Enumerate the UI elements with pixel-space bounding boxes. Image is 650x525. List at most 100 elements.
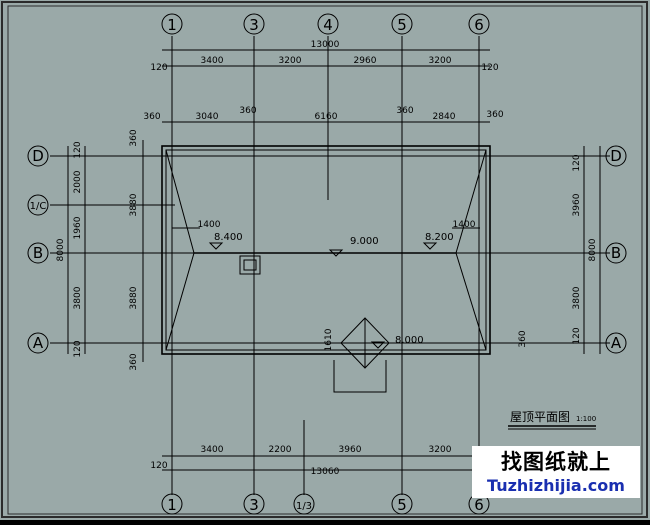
axis-bubble-right-D <box>605 145 627 167</box>
dim-top-row-1: 3400 <box>201 56 224 66</box>
dim-left-inner-3: 360 <box>129 353 139 370</box>
hip-se <box>455 252 487 351</box>
axis-label-right-A: A <box>611 334 622 352</box>
elevation-label-1: 8.400 <box>214 232 243 243</box>
dim-left-outer-1: 2000 <box>73 170 83 193</box>
dim-top-row-0: 120 <box>150 63 167 73</box>
hip-ne <box>455 149 487 254</box>
hip-sw <box>165 252 195 351</box>
dim-top-row-4: 3200 <box>429 56 452 66</box>
axis-label-bottom-5: 5 <box>397 496 407 514</box>
elev-marker-4 <box>370 341 386 349</box>
axis-bubble-top-5 <box>391 13 413 35</box>
axis-bubble-top-6 <box>468 13 490 35</box>
dim-bottom-row-3: 3960 <box>339 445 362 455</box>
hip-nw <box>165 149 195 254</box>
dim-left-inner-1: 3880 <box>129 193 139 216</box>
elev-marker-1 <box>208 242 224 250</box>
dim-top-row2-2: 360 <box>239 106 256 116</box>
dim-top-row2-4: 360 <box>396 106 413 116</box>
axis-label-bottom-6: 6 <box>474 496 484 514</box>
axis-bubble-top-4 <box>317 13 339 35</box>
dim-left-outer-3: 3800 <box>73 286 83 309</box>
dim-left-outer-2: 1960 <box>73 216 83 239</box>
axis-bubble-left-A <box>27 332 49 354</box>
dim-bottom-row-1: 3400 <box>201 445 224 455</box>
dim-top-total: 13000 <box>311 40 340 50</box>
dim-right-row-1: 3960 <box>572 193 582 216</box>
dim-inner-1400-right: 1400 <box>453 220 476 230</box>
axis-label-left-1C: 1/C <box>30 201 47 212</box>
axis-label-top-1: 1 <box>167 16 177 34</box>
watermark-logo: 找图纸就上 Tuzhizhijia.com <box>472 446 640 498</box>
dim-right-row-2: 3800 <box>572 286 582 309</box>
dim-top-row2-1: 3040 <box>196 112 219 122</box>
elevation-label-2: 9.000 <box>350 236 379 247</box>
dim-top-row2-0: 360 <box>143 112 160 122</box>
axis-label-bottom-1-3: 1/3 <box>296 501 312 512</box>
drawing-scale: 1:100 <box>576 415 596 423</box>
dim-left-outer-total: 8000 <box>56 238 66 261</box>
axis-bubble-bottom-1 <box>161 493 183 515</box>
axis-bubble-top-3 <box>243 13 265 35</box>
axis-bubble-right-A <box>605 332 627 354</box>
dim-top-row2-3: 6160 <box>315 112 338 122</box>
axis-bubble-top-1 <box>161 13 183 35</box>
dim-right-row-3: 120 <box>572 327 582 344</box>
axis-bubble-bottom-1-3 <box>293 493 315 515</box>
elev-marker-3 <box>422 242 438 250</box>
axis-bubble-bottom-3 <box>243 493 265 515</box>
chimney-inner <box>243 259 257 271</box>
sheet-inner-frame <box>7 5 643 515</box>
watermark-url-text: Tuzhizhijia.com <box>487 476 625 495</box>
watermark-chinese-text: 找图纸就上 <box>501 450 611 474</box>
elev-marker-2 <box>328 249 344 257</box>
axis-label-top-6: 6 <box>474 16 484 34</box>
axis-bubble-left-B <box>27 242 49 264</box>
dim-top-row2-6: 360 <box>486 110 503 120</box>
dim-top-row-5: 120 <box>481 63 498 73</box>
axis-label-bottom-3: 3 <box>249 496 259 514</box>
entrance-porch <box>333 360 387 393</box>
dim-bottom-row-2: 2200 <box>269 445 292 455</box>
axis-label-left-A: A <box>33 334 44 352</box>
axis-label-top-5: 5 <box>397 16 407 34</box>
dim-inner-1400-left: 1400 <box>198 220 221 230</box>
dim-inner-1610: 1610 <box>324 328 334 351</box>
axis-label-right-D: D <box>610 147 622 165</box>
dim-right-total: 8000 <box>588 238 598 261</box>
elevation-label-4: 8.000 <box>395 335 424 346</box>
axis-bubble-right-B <box>605 242 627 264</box>
roof-eave-inner <box>165 149 487 351</box>
axis-label-bottom-1: 1 <box>167 496 177 514</box>
dim-right-row-0: 120 <box>572 154 582 171</box>
dim-bottom-row-0: 120 <box>150 461 167 471</box>
entrance-gable <box>340 317 390 369</box>
dim-left-outer-4: 120 <box>73 340 83 357</box>
dim-left-outer-0: 120 <box>73 141 83 158</box>
axis-bubble-left-D <box>27 145 49 167</box>
dim-bottom-row-4: 3200 <box>429 445 452 455</box>
elevation-label-3: 8.200 <box>425 232 454 243</box>
dim-top-row2-5: 2840 <box>433 112 456 122</box>
axis-label-left-B: B <box>33 244 43 262</box>
axis-bubble-bottom-5 <box>391 493 413 515</box>
axis-label-top-4: 4 <box>323 16 333 34</box>
drawing-title: 屋顶平面图 <box>510 410 570 424</box>
chimney <box>239 255 261 275</box>
axis-bubble-left-1C <box>27 194 49 216</box>
dim-right-small: 360 <box>518 330 528 347</box>
roof-outline <box>161 145 491 355</box>
dim-left-inner-0: 360 <box>129 129 139 146</box>
axis-label-left-D: D <box>32 147 44 165</box>
dim-top-row-2: 3200 <box>279 56 302 66</box>
dim-left-inner-2: 3880 <box>129 286 139 309</box>
dim-bottom-total: 13060 <box>311 467 340 477</box>
axis-label-top-3: 3 <box>249 16 259 34</box>
axis-label-right-B: B <box>611 244 621 262</box>
dim-top-row-3: 2960 <box>354 56 377 66</box>
